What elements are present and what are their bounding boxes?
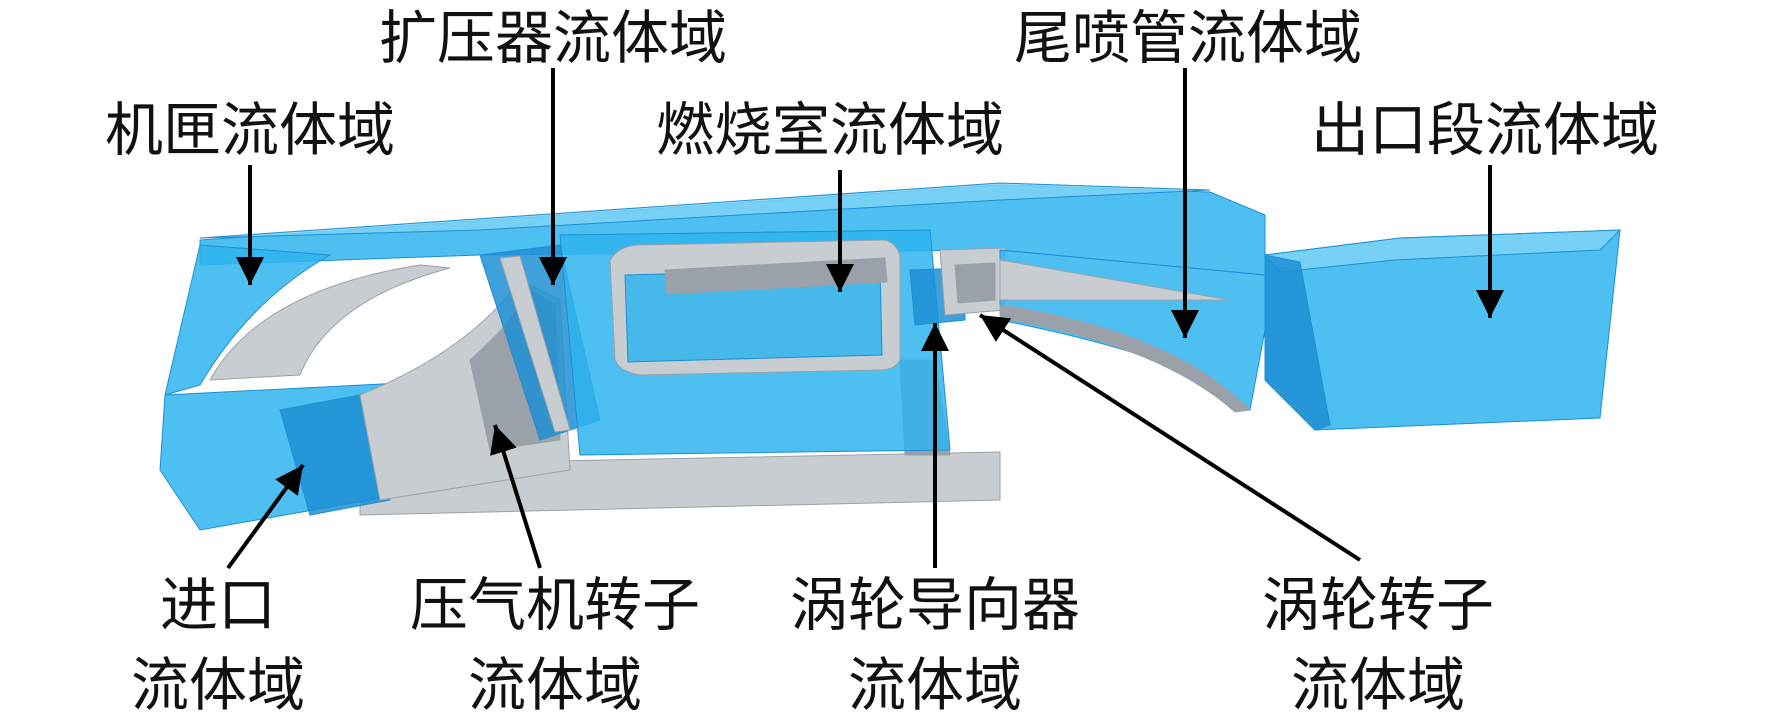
leader-lines bbox=[226, 68, 1504, 570]
inlet-hood-inner bbox=[209, 264, 451, 381]
label-guide-line1: 涡轮导向器 bbox=[790, 571, 1080, 639]
label-turbine-line2: 流体域 bbox=[1291, 651, 1465, 719]
inlet-hood-domain bbox=[164, 244, 332, 396]
label-compressor-line1: 压气机转子 bbox=[410, 571, 700, 639]
turbine-rotor-face bbox=[954, 262, 996, 304]
leader-turbine bbox=[978, 313, 1362, 562]
labels: 机匣流体域 扩压器流体域 燃烧室流体域 尾喷管流体域 出口段流体域 进口 流体域… bbox=[105, 4, 1659, 719]
diffuser-blade-solid bbox=[499, 255, 571, 433]
leader-compressor bbox=[490, 424, 542, 569]
nozzle-tail-solid bbox=[999, 304, 1252, 413]
label-combustor: 燃烧室流体域 bbox=[656, 96, 1004, 164]
nozzle-cone-solid bbox=[999, 259, 1231, 301]
outlet-side-face bbox=[1264, 254, 1331, 431]
label-nozzle: 尾喷管流体域 bbox=[1014, 4, 1362, 72]
engine-model bbox=[159, 182, 1622, 531]
label-inlet-line1: 进口 bbox=[160, 571, 276, 639]
label-inlet-line2: 流体域 bbox=[131, 651, 305, 719]
leader-inlet bbox=[226, 463, 305, 570]
label-compressor-line2: 流体域 bbox=[468, 651, 642, 719]
label-cabin: 机匣流体域 bbox=[105, 96, 395, 164]
label-turbine-line1: 涡轮转子 bbox=[1262, 571, 1494, 639]
label-diffuser: 扩压器流体域 bbox=[379, 4, 727, 72]
casing-top-highlight bbox=[199, 182, 1211, 239]
label-guide-line2: 流体域 bbox=[848, 651, 1022, 719]
label-outlet: 出口段流体域 bbox=[1311, 96, 1659, 164]
